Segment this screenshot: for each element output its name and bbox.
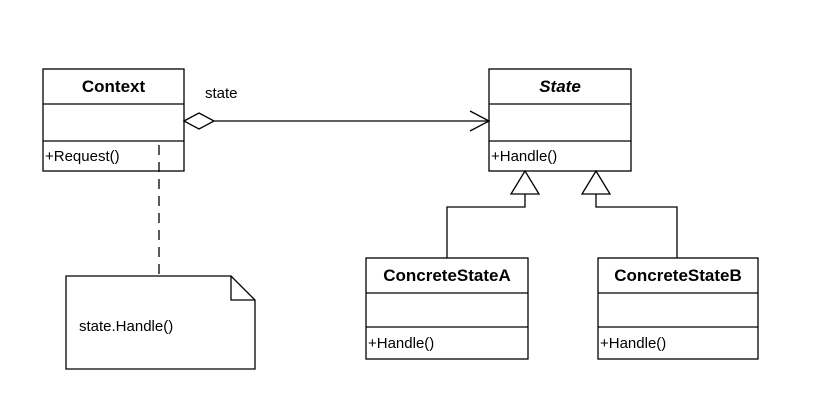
class-concrete-state-b-box [597, 257, 759, 360]
inheritance-triangle-icon-b [580, 169, 612, 195]
class-context-method: +Request() [45, 148, 120, 165]
class-state-box [488, 68, 632, 172]
class-concrete-state-a-box [365, 257, 529, 360]
class-concrete-state-b-method: +Handle() [600, 335, 666, 352]
note-box [65, 275, 256, 370]
class-state-name: State [539, 77, 581, 96]
aggregation-diamond-icon [182, 112, 216, 130]
note-folded-corner-icon [230, 276, 255, 301]
association-label: state [205, 85, 238, 102]
class-state[interactable]: State +Handle() [488, 68, 632, 172]
navigability-arrowhead-icon [469, 110, 491, 132]
class-context[interactable]: Context +Request() [42, 68, 185, 172]
note-text: state.Handle() [79, 318, 173, 335]
generalization-line-a [446, 194, 526, 258]
class-context-name: Context [82, 77, 146, 96]
inheritance-triangle-icon-a [509, 169, 541, 195]
class-concrete-state-b-name: ConcreteStateB [614, 266, 742, 285]
class-context-box [42, 68, 185, 172]
note[interactable]: state.Handle() [65, 275, 256, 370]
association-state[interactable]: state [182, 85, 491, 132]
class-concrete-state-a-name: ConcreteStateA [383, 266, 511, 285]
generalization-concrete-state-b[interactable] [580, 169, 678, 258]
generalization-line-b [595, 194, 678, 258]
generalization-concrete-state-a[interactable] [446, 169, 541, 258]
class-concrete-state-a[interactable]: ConcreteStateA +Handle() [365, 257, 529, 360]
class-concrete-state-a-method: +Handle() [368, 335, 434, 352]
class-state-method: +Handle() [491, 148, 557, 165]
class-concrete-state-b[interactable]: ConcreteStateB +Handle() [597, 257, 759, 360]
